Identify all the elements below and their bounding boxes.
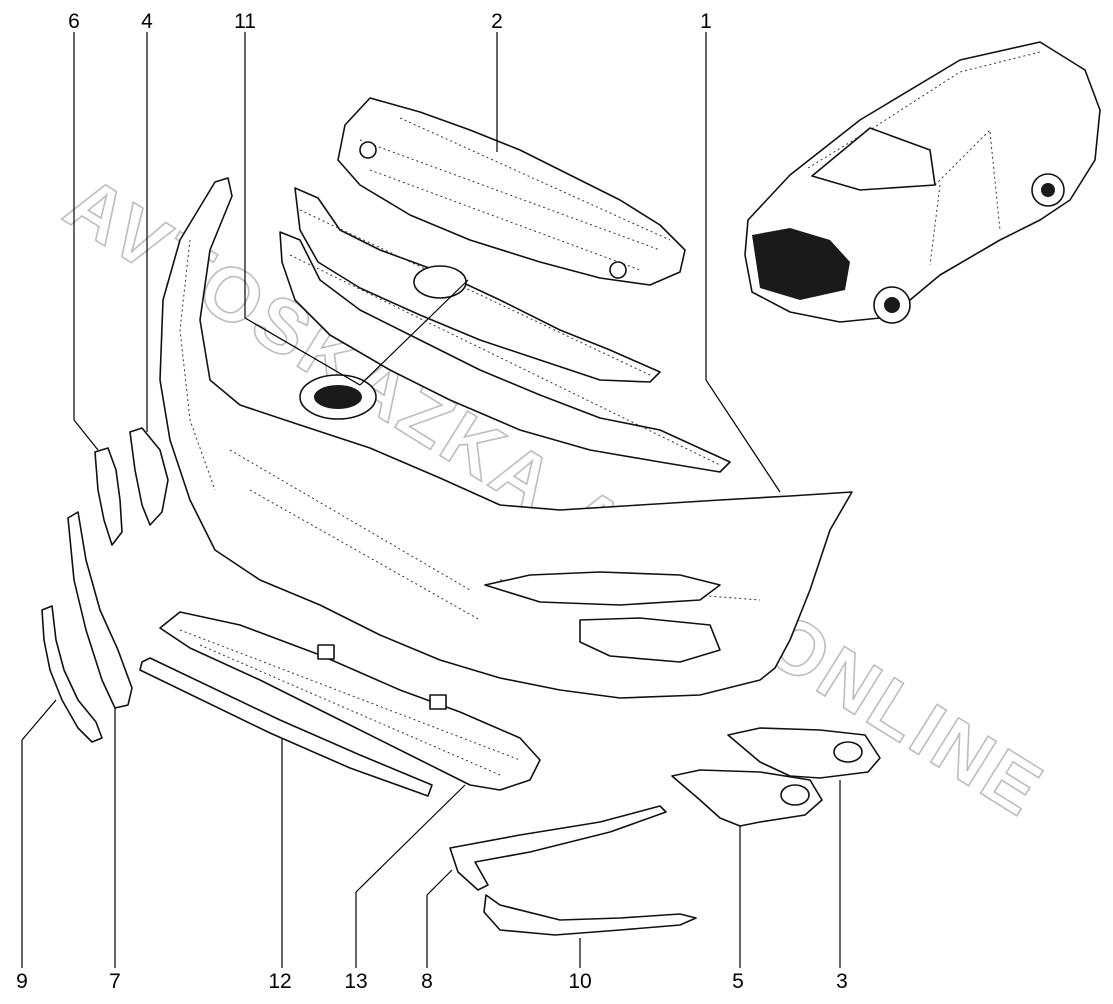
callout-13: 13 [344,970,367,993]
part-13-lower-reinforcement [159,611,541,791]
callout-7: 7 [109,970,121,993]
reference-car-illustration [744,41,1101,324]
callout-5: 5 [732,970,744,993]
part-11-grille [279,187,731,473]
callout-1: 1 [700,10,712,33]
part-12-strip [139,657,433,797]
part-3-fog-lamp-cover [727,727,881,779]
leader-lines [21,32,841,968]
callout-12: 12 [268,970,291,993]
callouts: 1 2 3 4 5 6 7 8 9 10 11 12 13 [16,10,848,993]
part-7-trim [67,511,133,709]
callout-6: 6 [68,10,80,33]
part-10-trim [483,894,697,936]
callout-3: 3 [836,970,848,993]
callout-4: 4 [141,10,153,33]
part-5-fog-lamp-cover [671,769,823,827]
part-8-trim [449,805,667,891]
callout-2: 2 [491,10,503,33]
part-2-upper-reinforcement [337,97,686,286]
part-1-front-bumper [159,177,853,699]
part-4-bracket [129,427,169,526]
part-9-trim [41,605,103,743]
callout-8: 8 [421,970,433,993]
part-6-bracket [94,447,123,546]
callout-10: 10 [568,970,591,993]
callout-9: 9 [16,970,28,993]
callout-11: 11 [234,10,256,33]
